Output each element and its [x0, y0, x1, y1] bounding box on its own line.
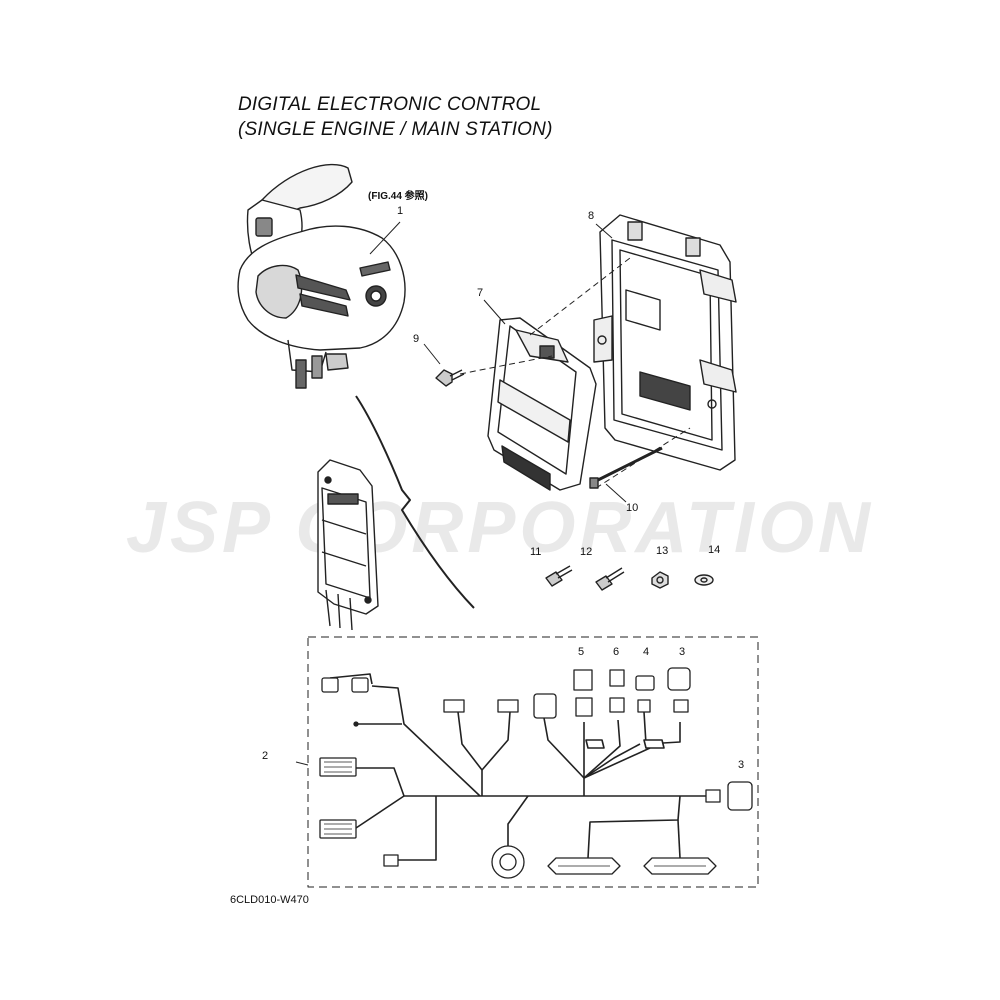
- ecm-unit: [487, 317, 597, 491]
- callout-7: 7: [477, 287, 484, 299]
- callout-14: 14: [708, 544, 721, 556]
- callout-2: 2: [262, 750, 269, 762]
- drawing-code: 6CLD010-W470: [230, 894, 309, 906]
- ecm-inset: [317, 459, 379, 631]
- callout-6: 6: [613, 646, 620, 658]
- callout-11: 11: [530, 546, 542, 558]
- callout-3-right: 3: [738, 759, 745, 771]
- tie-strap-10: [589, 446, 663, 489]
- hardware: [545, 565, 714, 591]
- ecm-bracket: [593, 214, 737, 471]
- inset-brace: [355, 395, 475, 609]
- callout-5: 5: [578, 646, 585, 658]
- harness-connectors: [319, 667, 753, 879]
- harness-box: [307, 636, 759, 888]
- diagram-title-line1: DIGITAL ELECTRONIC CONTROL: [238, 94, 542, 115]
- callout-10: 10: [626, 502, 639, 514]
- callout-12: 12: [580, 546, 593, 558]
- bolt-9: [435, 369, 465, 387]
- remote-control-lever: [237, 163, 406, 389]
- callout-9: 9: [413, 333, 420, 345]
- callout-8: 8: [588, 210, 595, 222]
- figure-reference: (FIG.44 参照): [368, 191, 429, 202]
- callout-13: 13: [656, 545, 669, 557]
- callout-1: 1: [397, 205, 404, 217]
- callout-4: 4: [643, 646, 650, 658]
- diagram-title-line2: (SINGLE ENGINE / MAIN STATION): [238, 119, 553, 140]
- wire-harness: [329, 673, 706, 861]
- callout-3-top: 3: [679, 646, 686, 658]
